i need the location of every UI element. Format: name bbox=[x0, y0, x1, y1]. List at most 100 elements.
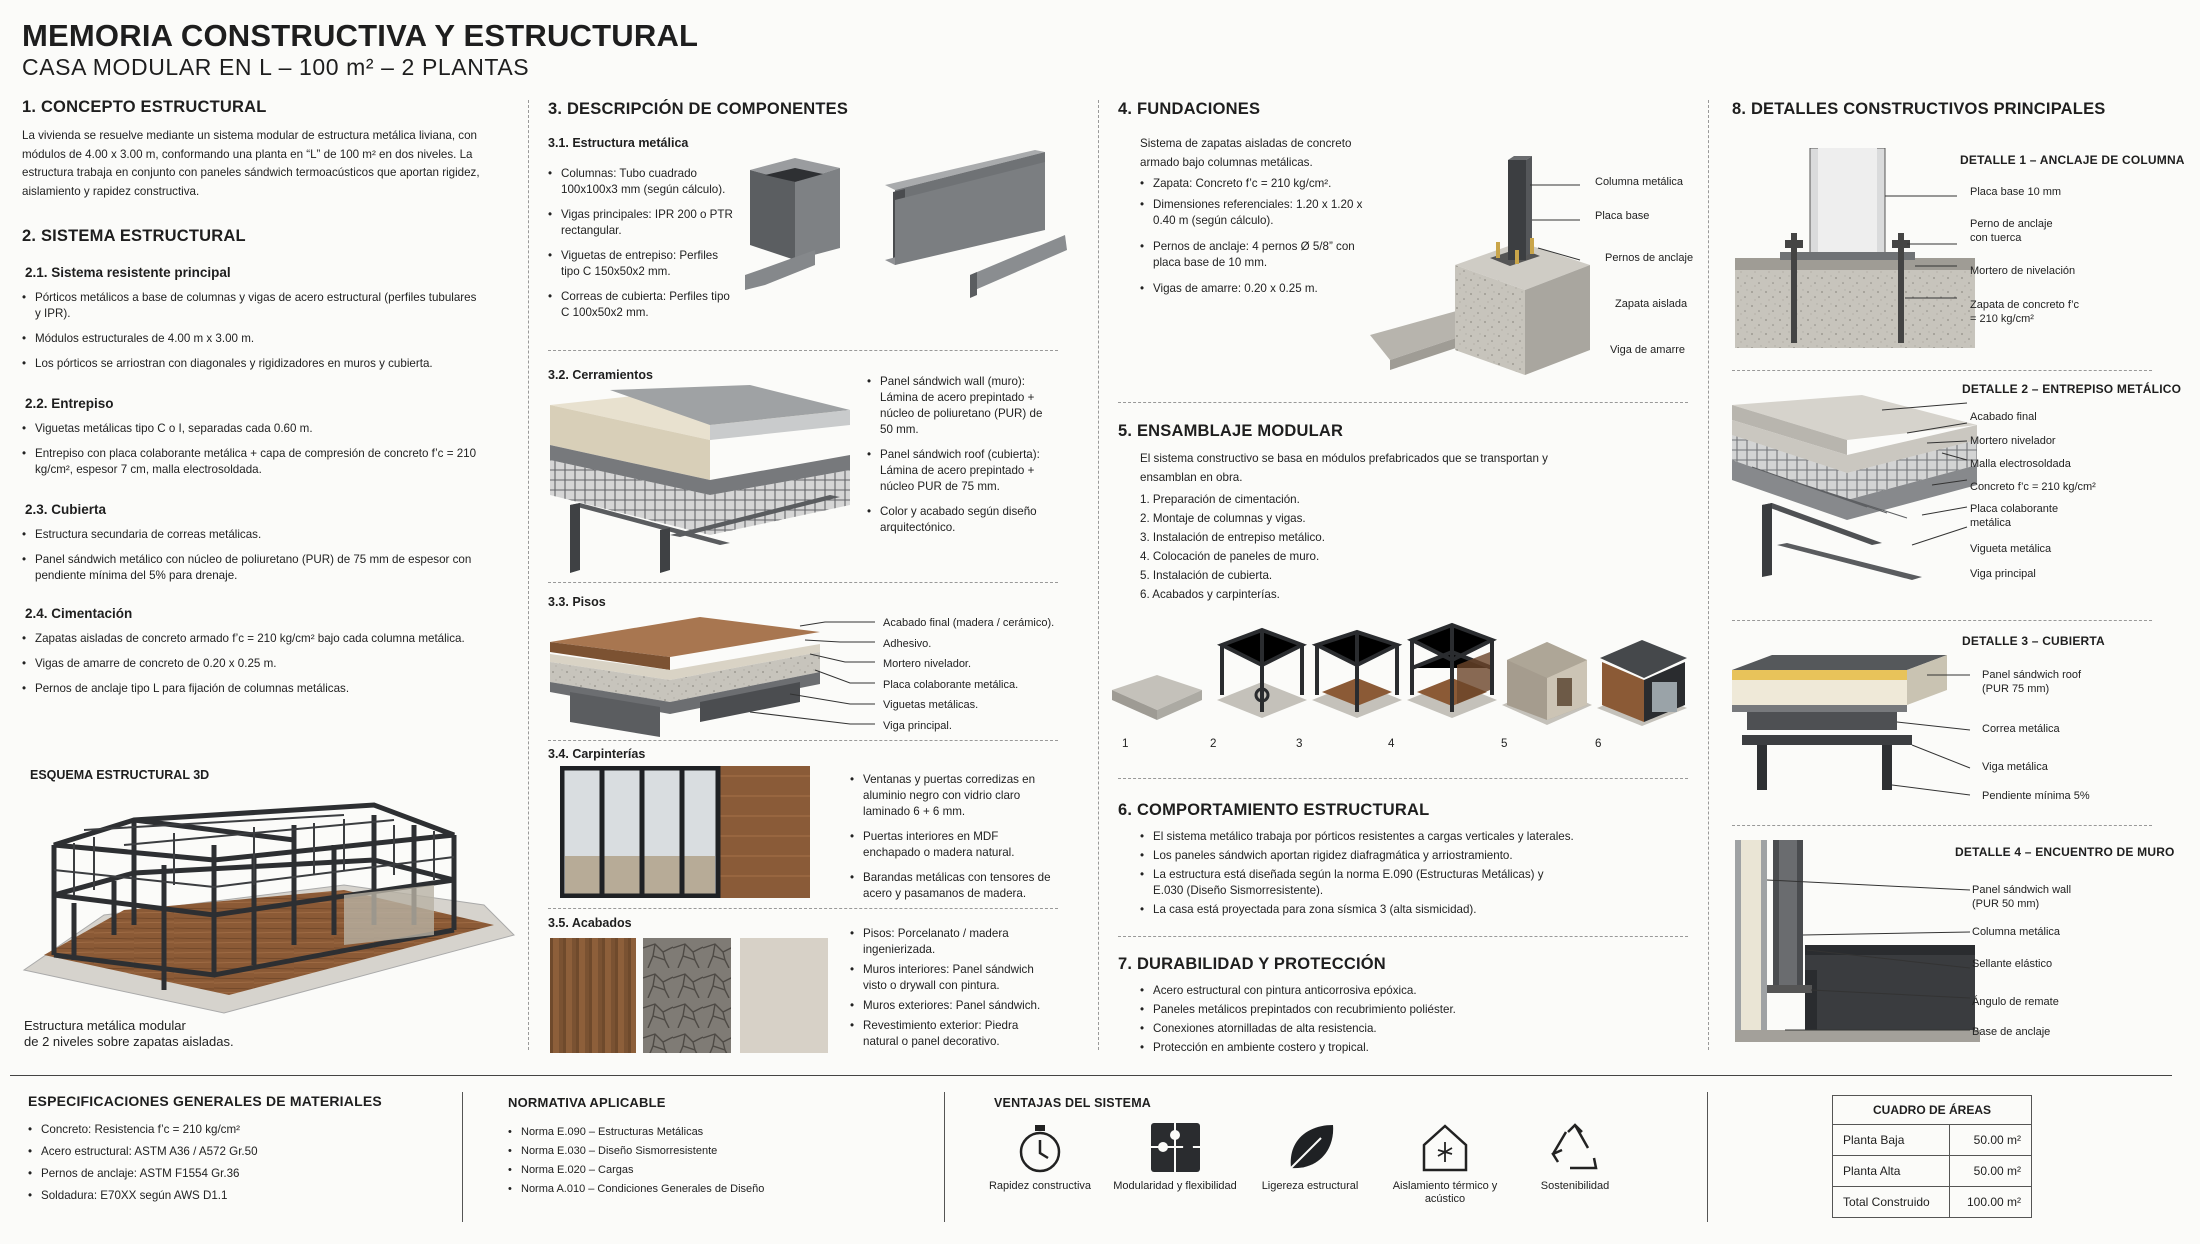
callout-label: Mortero nivelador bbox=[1970, 435, 2056, 447]
callout-label: Viguetas metálicas. bbox=[883, 699, 979, 711]
assembly-step-3 bbox=[1311, 629, 1403, 718]
step-number: 3 bbox=[1296, 737, 1303, 750]
area-value: 50.00 m² bbox=[1949, 1124, 2032, 1156]
assembly-step-1 bbox=[1112, 675, 1202, 720]
callout-label: Zapata de concreto f’c = 210 kg/cm² bbox=[1970, 299, 2080, 325]
footer-divider bbox=[462, 1092, 463, 1222]
list-item: Norma E.030 – Diseño Sismorresistente bbox=[508, 1143, 908, 1159]
list: Ventanas y puertas corredizas en alumini… bbox=[850, 772, 1055, 911]
assembly-steps: 1. Preparación de cimentación. 2. Montaj… bbox=[1140, 490, 1325, 604]
step-number: 6 bbox=[1595, 737, 1602, 750]
step-item: 5. Instalación de cubierta. bbox=[1140, 569, 1273, 582]
step-number: 2 bbox=[1210, 737, 1217, 750]
column-divider bbox=[1708, 100, 1709, 1050]
page-subtitle: CASA MODULAR EN L – 100 m² – 2 PLANTAS bbox=[22, 54, 530, 80]
list-item: Protección en ambiente costero y tropica… bbox=[1140, 1040, 1680, 1056]
list: Panel sándwich wall (muro): Lámina de ac… bbox=[867, 374, 1047, 545]
table-header-row: CUADRO DE ÁREAS bbox=[1832, 1095, 2032, 1125]
scheme-title: ESQUEMA ESTRUCTURAL 3D bbox=[30, 768, 210, 782]
detail-title: DETALLE 4 – ENCUENTRO DE MURO bbox=[1955, 845, 2175, 859]
footer-divider bbox=[944, 1092, 945, 1222]
subsection-title: 2.3. Cubierta bbox=[25, 502, 107, 517]
footer-divider bbox=[1707, 1092, 1708, 1222]
section-title: 5. ENSAMBLAJE MODULAR bbox=[1118, 422, 1344, 440]
steel-profiles-illustration bbox=[745, 150, 1067, 298]
callout-label: Correa metálica bbox=[1982, 723, 2060, 735]
callout-label: Mortero nivelador. bbox=[883, 658, 972, 670]
column-divider bbox=[528, 100, 529, 1050]
floor-layers-illustration bbox=[550, 617, 875, 737]
porcelain-finish-swatch bbox=[740, 938, 828, 1053]
advantage-item: Modularidad y flexibilidad bbox=[1110, 1120, 1240, 1192]
list-item: Los paneles sándwich aportan rigidez dia… bbox=[1140, 848, 1680, 864]
stone-finish-swatch bbox=[643, 938, 731, 1053]
list-item: Color y acabado según diseño arquitectón… bbox=[867, 504, 1047, 536]
list-item: Viguetas metálicas tipo C o I, separadas… bbox=[22, 421, 482, 437]
divider bbox=[548, 740, 1058, 741]
list-item: Columnas: Tubo cuadrado 100x100x3 mm (se… bbox=[548, 166, 738, 198]
area-name: Planta Alta bbox=[1831, 1155, 1951, 1187]
step-item: 4. Colocación de paneles de muro. bbox=[1140, 550, 1320, 563]
puzzle-icon bbox=[1150, 1123, 1200, 1172]
list: Columnas: Tubo cuadrado 100x100x3 mm (se… bbox=[548, 166, 738, 330]
step-number: 5 bbox=[1501, 737, 1508, 750]
foundation-intro: Sistema de zapatas aisladas de concreto … bbox=[1140, 137, 1352, 169]
column-divider bbox=[1098, 100, 1099, 1050]
advantage-label: Aislamiento térmico y acústico bbox=[1392, 1180, 1498, 1205]
list-item: Puertas interiores en MDF enchapado o ma… bbox=[850, 829, 1055, 861]
callout-label: Viga metálica bbox=[1982, 761, 2048, 773]
callout-label: Sellante elástico bbox=[1972, 958, 2053, 970]
list-item: Correas de cubierta: Perfiles tipo C 100… bbox=[548, 289, 738, 321]
section-title: 2. SISTEMA ESTRUCTURAL bbox=[22, 227, 246, 245]
list-item: Barandas metálicas con tensores de acero… bbox=[850, 870, 1055, 902]
list: Estructura secundaria de correas metálic… bbox=[22, 527, 482, 584]
house-insulation-icon bbox=[1422, 1124, 1467, 1172]
list-item: La estructura está diseñada según la nor… bbox=[1140, 867, 1560, 899]
carpentry-window-illustration bbox=[560, 766, 810, 898]
list-item: Concreto: Resistencia f’c = 210 kg/cm² bbox=[28, 1122, 448, 1138]
area-name: Planta Baja bbox=[1831, 1124, 1951, 1156]
area-value: 100.00 m² bbox=[1949, 1186, 2032, 1218]
divider bbox=[1732, 825, 2152, 826]
list-item: Panel sándwich roof (cubierta): Lámina d… bbox=[867, 447, 1047, 495]
list-item: Los pórticos se arriostran con diagonale… bbox=[22, 356, 482, 372]
section-title: 1. CONCEPTO ESTRUCTURAL bbox=[22, 98, 267, 116]
callout-label: Ángulo de remate bbox=[1972, 996, 2059, 1008]
list-item: Revestimiento exterior: Piedra natural o… bbox=[850, 1018, 1050, 1050]
list-item: Acero estructural con pintura anticorros… bbox=[1140, 983, 1680, 999]
list-item: Vigas de amarre de concreto de 0.20 x 0.… bbox=[22, 656, 482, 672]
callout-label: Placa base 10 mm bbox=[1970, 186, 2062, 198]
list: Zapata: Concreto f’c = 210 kg/cm². Dimen… bbox=[1140, 176, 1380, 306]
list-item: Pórticos metálicos a base de columnas y … bbox=[22, 290, 482, 322]
callout-label: Acabado final (madera / cerámico). bbox=[883, 617, 1055, 629]
callout-label: Base de anclaje bbox=[1972, 1026, 2051, 1038]
list: Zapatas aisladas de concreto armado f’c … bbox=[22, 631, 482, 697]
divider bbox=[1732, 620, 2152, 621]
callout-label: Viga principal. bbox=[883, 719, 952, 732]
area-value: 50.00 m² bbox=[1949, 1155, 2032, 1187]
list-item: Dimensiones referenciales: 1.20 x 1.20 x… bbox=[1140, 197, 1380, 229]
divider bbox=[1118, 936, 1688, 937]
callout-label: Vigueta metálica bbox=[1970, 543, 2052, 555]
list-item: Acero estructural: ASTM A36 / A572 Gr.50 bbox=[28, 1144, 448, 1160]
footer-norms: NORMATIVA APLICABLE Norma E.090 – Estruc… bbox=[508, 1095, 908, 1206]
cladding-panels-illustration bbox=[550, 385, 850, 573]
step-number: 1 bbox=[1122, 737, 1129, 750]
scheme-caption-line: Estructura metálica modular bbox=[24, 1018, 186, 1033]
divider bbox=[548, 350, 1058, 351]
detail-2-illustration bbox=[1732, 395, 1977, 580]
list-item: Zapata: Concreto f’c = 210 kg/cm². bbox=[1140, 176, 1380, 192]
foundation-illustration bbox=[1370, 156, 1590, 375]
section-title: 8. DETALLES CONSTRUCTIVOS PRINCIPALES bbox=[1732, 100, 2106, 118]
detail-4-illustration bbox=[1735, 840, 1980, 1042]
advantage-label: Sostenibilidad bbox=[1540, 1180, 1610, 1192]
areas-table-title: CUADRO DE ÁREAS bbox=[1832, 1095, 2032, 1125]
list-item: Pisos: Porcelanato / madera ingenierizad… bbox=[850, 926, 1050, 958]
advantage-label: Modularidad y flexibilidad bbox=[1113, 1180, 1237, 1192]
assembly-sequence-illustration bbox=[1112, 622, 1687, 726]
page-title: MEMORIA CONSTRUCTIVA Y ESTRUCTURAL bbox=[22, 18, 699, 53]
list-item: Norma E.020 – Cargas bbox=[508, 1162, 908, 1178]
list-item: Soldadura: E70XX según AWS D1.1 bbox=[28, 1188, 448, 1204]
